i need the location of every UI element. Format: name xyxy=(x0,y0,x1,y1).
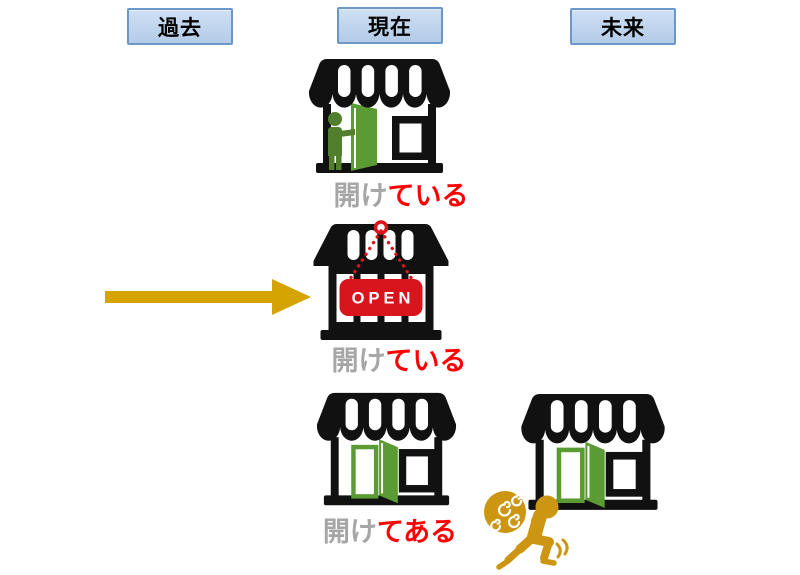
shop-person-opening-door-icon xyxy=(309,59,450,173)
caption-ending: てある xyxy=(376,517,458,547)
shop-door-left-open-icon xyxy=(316,392,457,506)
shop-open-sign-icon: OPEN xyxy=(313,220,449,340)
green-door-open xyxy=(379,439,398,504)
thief-carrying-sack-icon xyxy=(484,491,569,570)
open-sign: OPEN xyxy=(339,279,423,316)
caption-stem: 開け xyxy=(333,181,388,211)
timeline-label-present: 現在 xyxy=(337,7,443,44)
open-sign-text: OPEN xyxy=(352,290,415,308)
caption-ending: ている xyxy=(385,346,467,376)
door-frame xyxy=(556,447,585,504)
motion-line xyxy=(555,542,562,559)
shop-future-door-open-icon xyxy=(521,394,665,510)
timeline-label-past: 過去 xyxy=(127,8,233,45)
caption-ending: ている xyxy=(387,181,469,211)
timeline-label-future: 未来 xyxy=(570,8,676,45)
green-door xyxy=(351,103,377,171)
sign-hook-ring xyxy=(373,220,389,235)
motion-line xyxy=(561,538,569,556)
door-frame xyxy=(351,444,379,499)
caption-akete-iru-top: 開けている xyxy=(334,182,469,210)
caption-stem: 開け xyxy=(331,346,386,376)
right-arrow-icon xyxy=(105,279,311,315)
caption-akete-aru: 開けてある xyxy=(323,518,457,546)
person-figure xyxy=(328,112,355,170)
caption-stem: 開け xyxy=(322,517,377,547)
caption-akete-iru-middle: 開けている xyxy=(332,347,467,375)
green-door-open xyxy=(585,441,605,508)
